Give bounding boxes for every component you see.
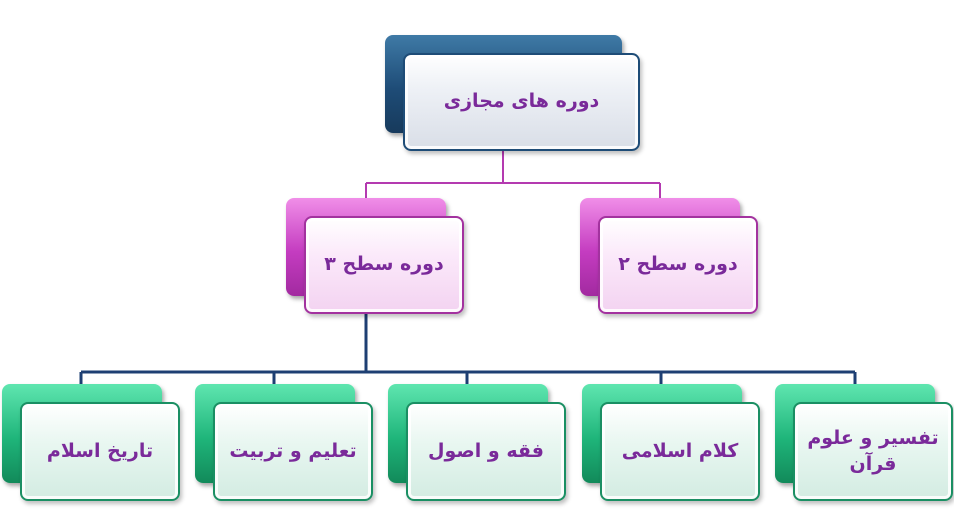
node-root-label: دوره های مجازی bbox=[403, 53, 640, 151]
node-leaf-fiqh-label: فقه و اصول bbox=[406, 402, 566, 501]
node-level-3: دوره سطح ۳ bbox=[286, 198, 464, 314]
node-leaf-tafsir-label: تفسیر و علوم قرآن bbox=[793, 402, 953, 501]
node-root: دوره های مجازی bbox=[385, 35, 640, 151]
node-level-3-label: دوره سطح ۳ bbox=[304, 216, 464, 314]
node-leaf-education: تعلیم و تربیت bbox=[195, 384, 373, 501]
node-leaf-history-label: تاریخ اسلام bbox=[20, 402, 180, 501]
node-level-2-label: دوره سطح ۲ bbox=[598, 216, 758, 314]
node-leaf-history: تاریخ اسلام bbox=[2, 384, 180, 501]
node-leaf-kalam-label: کلام اسلامی bbox=[600, 402, 760, 501]
node-leaf-fiqh: فقه و اصول bbox=[388, 384, 566, 501]
node-leaf-education-label: تعلیم و تربیت bbox=[213, 402, 373, 501]
node-level-2: دوره سطح ۲ bbox=[580, 198, 758, 314]
node-leaf-tafsir: تفسیر و علوم قرآن bbox=[775, 384, 953, 501]
node-leaf-kalam: کلام اسلامی bbox=[582, 384, 760, 501]
